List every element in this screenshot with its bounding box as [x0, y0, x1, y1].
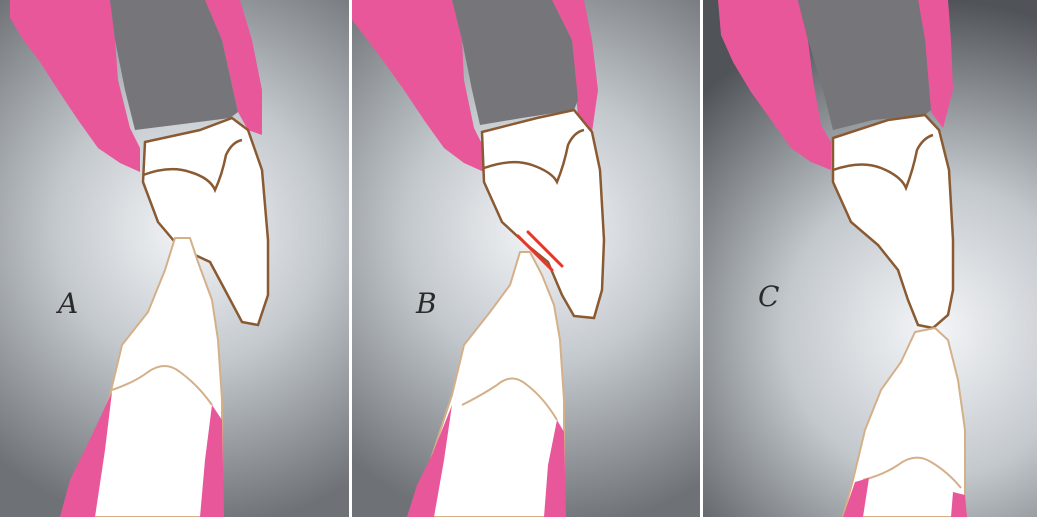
- panel-b-label: B: [416, 290, 437, 318]
- panel-a-label: A: [58, 290, 78, 318]
- lower-gingiva: [951, 492, 967, 517]
- panel-c-illustration: [703, 0, 1037, 517]
- panel-c: C: [703, 0, 1037, 517]
- panel-a: A: [0, 0, 349, 517]
- panel-b-illustration: [352, 0, 700, 517]
- panel-b: B: [352, 0, 700, 517]
- panel-a-illustration: [0, 0, 349, 517]
- panel-c-label: C: [758, 283, 779, 311]
